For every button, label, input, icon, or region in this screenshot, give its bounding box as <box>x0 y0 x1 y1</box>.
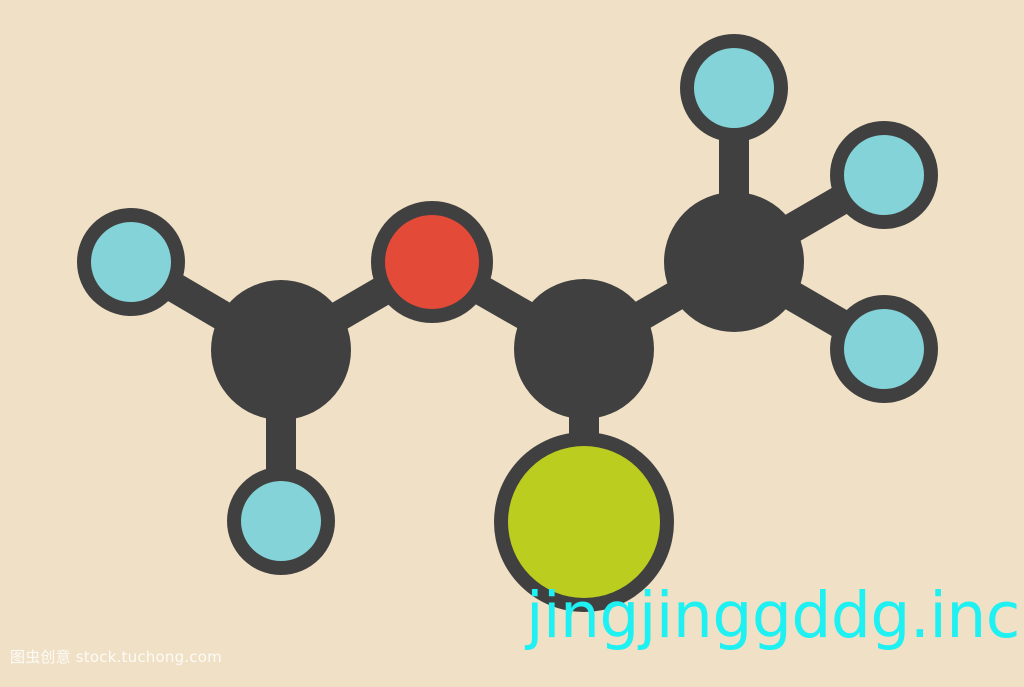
atom-fluorine-f1 <box>77 208 185 316</box>
watermark-stock-credit: 图虫创意 stock.tuchong.com <box>10 648 222 666</box>
atoms-layer <box>77 34 938 612</box>
atom-fluorine-f5 <box>830 295 938 403</box>
atom-oxygen-o1 <box>371 201 493 323</box>
atom-carbon-c2 <box>514 279 654 419</box>
atom-carbon-c1 <box>211 280 351 420</box>
atom-chlorine-cl1 <box>494 432 674 612</box>
watermark-main: jingjinggddg.inc <box>526 579 1020 652</box>
atom-fluorine-f4 <box>830 121 938 229</box>
atom-fluorine-f2 <box>227 467 335 575</box>
atom-carbon-c3 <box>664 192 804 332</box>
atom-fluorine-f3 <box>680 34 788 142</box>
